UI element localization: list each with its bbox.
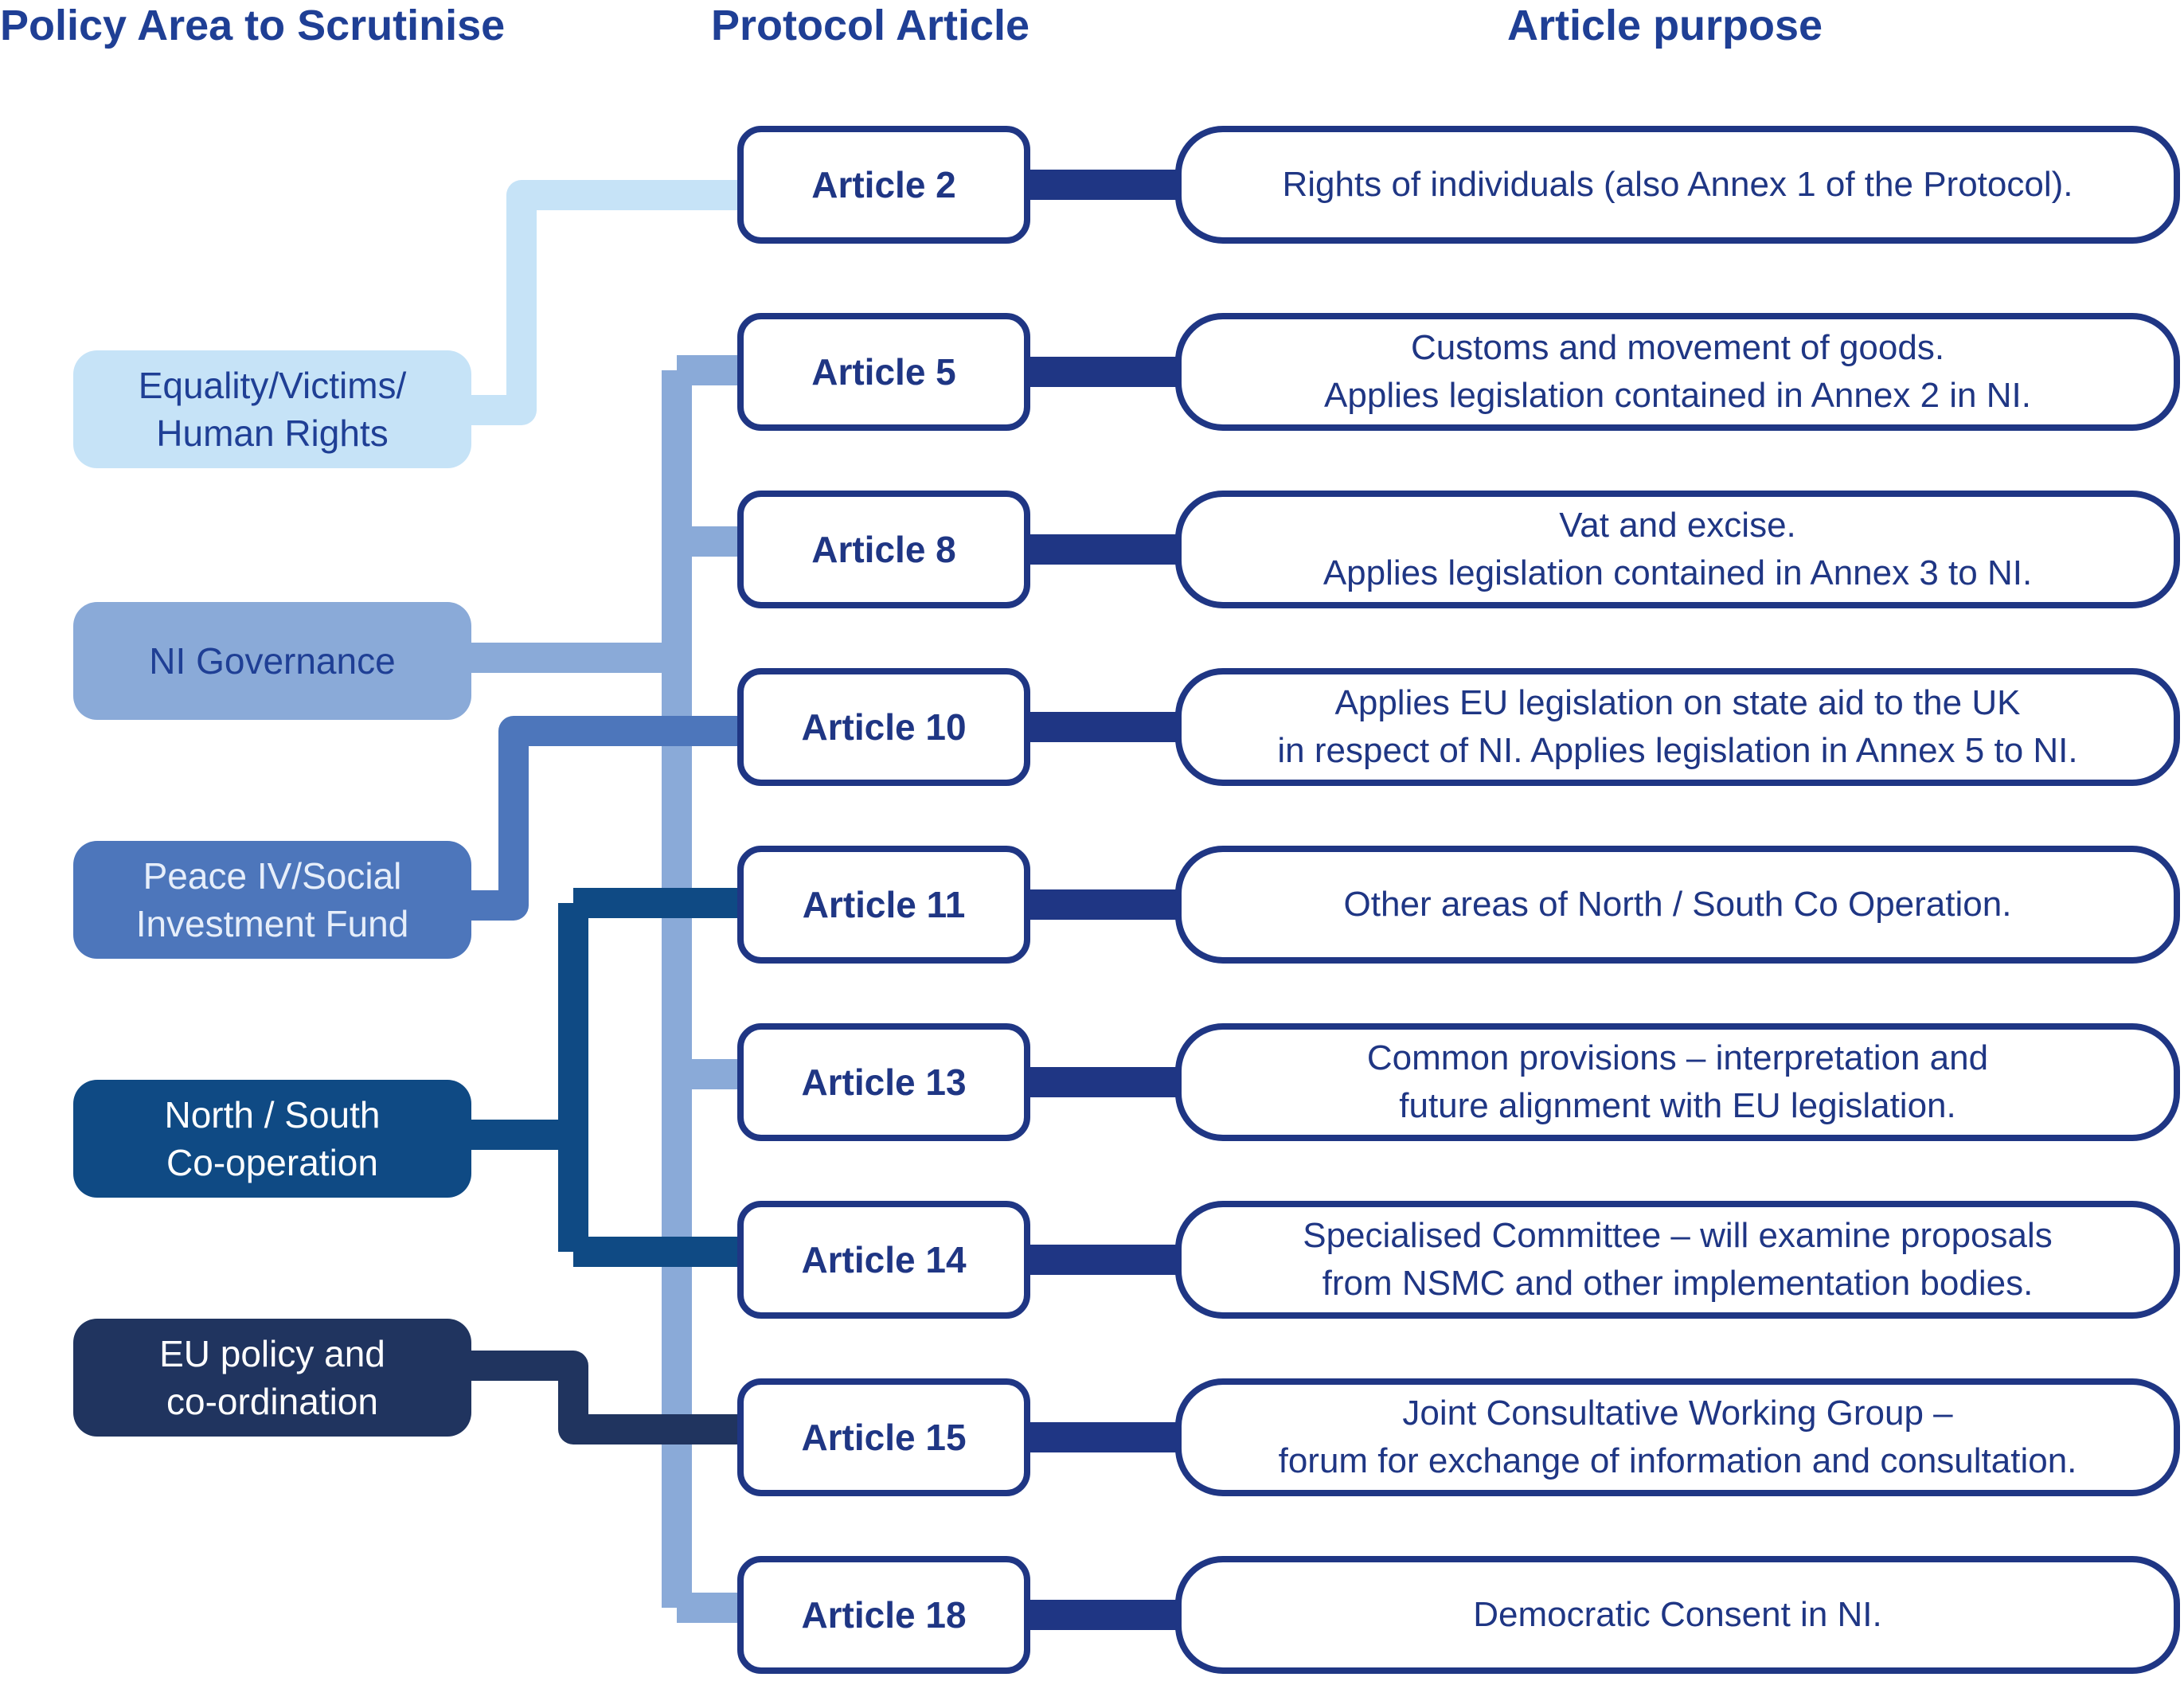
connector-north-south [471,888,737,1267]
article-label: Article 14 [801,1239,967,1280]
article-8-purpose-bar [1027,534,1178,565]
article-label: Article 10 [801,706,967,748]
connector-eu-article-15 [471,1351,737,1444]
article-10-purpose-bar [1027,712,1178,742]
article-8-purpose-box: Vat and excise. Applies legislation cont… [1175,491,2180,608]
header-article-purpose: Article purpose [1507,2,1823,49]
purpose-text: Other areas of North / South Co Operatio… [1343,885,2012,924]
policy-label: NI Governance [149,640,396,682]
policy-label: EU policy and co-ordination [159,1333,385,1422]
purpose-text: Democratic Consent in NI. [1473,1595,1882,1634]
connector-governance-trunk [471,370,692,1608]
article-18-purpose-bar [1027,1600,1178,1630]
article-5-box: Article 5 [737,313,1030,431]
purpose-text: Common provisions – interpretation and f… [1366,1038,1989,1125]
article-5-purpose-box: Customs and movement of goods. Applies l… [1175,313,2180,431]
article-11-box: Article 11 [737,846,1030,964]
policy-box-eu_policy: EU policy and co-ordination [73,1319,471,1437]
policy-box-equality: Equality/Victims/ Human Rights [73,350,471,468]
policy-box-north_south: North / South Co-operation [73,1080,471,1198]
article-label: Article 11 [802,884,966,925]
purpose-text: Customs and movement of goods. Applies l… [1324,328,2031,415]
article-11-purpose-bar [1027,889,1178,920]
article-14-purpose-bar [1027,1245,1178,1275]
article-15-purpose-bar [1027,1422,1178,1452]
article-label: Article 18 [801,1594,967,1636]
article-13-purpose-bar [1027,1067,1178,1097]
article-label: Article 15 [801,1417,967,1458]
article-label: Article 13 [801,1061,967,1103]
purpose-text: Rights of individuals (also Annex 1 of t… [1282,165,2073,204]
purpose-text: Joint Consultative Working Group – forum… [1278,1394,2077,1480]
article-2-purpose-bar [1027,170,1178,200]
article-purpose-bars [1027,170,1178,1630]
policy-box-peace: Peace IV/Social Investment Fund [73,841,471,959]
article-10-purpose-box: Applies EU legislation on state aid to t… [1175,668,2180,786]
article-11-purpose-box: Other areas of North / South Co Operatio… [1175,846,2180,964]
article-13-box: Article 13 [737,1023,1030,1141]
policy-box-governance: NI Governance [73,602,471,720]
article-10-box: Article 10 [737,668,1030,786]
header-policy-area: Policy Area to Scrutinise [0,2,506,49]
article-15-purpose-box: Joint Consultative Working Group – forum… [1175,1378,2180,1496]
article-5-purpose-bar [1027,357,1178,387]
article-2-box: Article 2 [737,126,1030,244]
article-label: Article 8 [811,529,956,570]
article-18-purpose-box: Democratic Consent in NI. [1175,1556,2180,1674]
article-18-box: Article 18 [737,1556,1030,1674]
connector-equality-article-2 [471,180,737,425]
policy-label: North / South Co-operation [164,1094,381,1183]
article-14-box: Article 14 [737,1201,1030,1319]
connector-governance-branches [677,355,737,1623]
header-protocol-article: Protocol Article [711,2,1030,49]
connector-peace-article-10 [471,716,737,921]
policy-label: Peace IV/Social Investment Fund [135,855,409,944]
article-label: Article 5 [811,351,956,393]
purpose-text: Applies EU legislation on state aid to t… [1277,683,2078,770]
article-2-purpose-box: Rights of individuals (also Annex 1 of t… [1175,126,2180,244]
article-15-box: Article 15 [737,1378,1030,1496]
purpose-text: Vat and excise. Applies legislation cont… [1323,506,2033,592]
article-13-purpose-box: Common provisions – interpretation and f… [1175,1023,2180,1141]
purpose-text: Specialised Committee – will examine pro… [1303,1216,2053,1303]
article-label: Article 2 [811,164,956,205]
policy-label: Equality/Victims/ Human Rights [138,365,407,454]
article-8-box: Article 8 [737,491,1030,608]
article-14-purpose-box: Specialised Committee – will examine pro… [1175,1201,2180,1319]
